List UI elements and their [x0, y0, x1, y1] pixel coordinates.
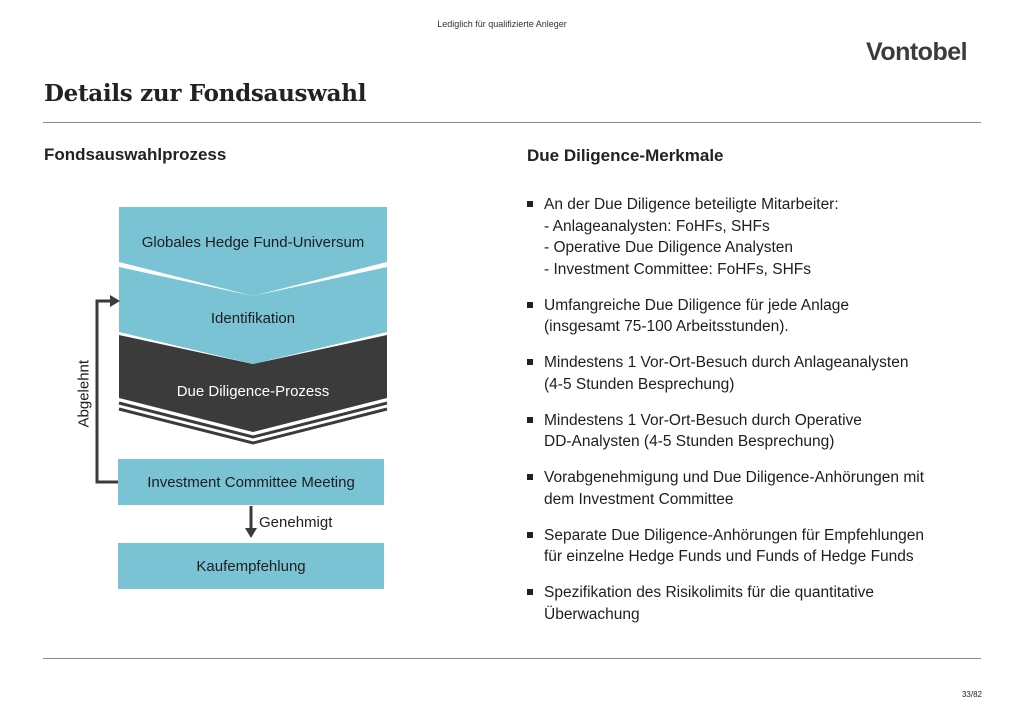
right-section-heading: Due Diligence-Merkmale [527, 146, 724, 165]
page-number: 33/82 [961, 690, 982, 699]
bullet-square-icon [527, 416, 533, 423]
bullet-item: Mindestens 1 Vor-Ort-Besuch durch Operat… [527, 410, 977, 453]
rejected-arrowhead [110, 295, 120, 307]
bullet-item: Umfangreiche Due Diligence für jede Anla… [527, 295, 977, 338]
page-title: Details zur Fondsauswahl [44, 80, 367, 107]
bullet-item: Mindestens 1 Vor-Ort-Besuch durch Anlage… [527, 352, 977, 395]
bullet-square-icon [527, 531, 533, 538]
disclaimer-text: Lediglich für qualifizierte Anleger [437, 19, 567, 29]
step-recommendation-label: Kaufempfehlung [196, 558, 306, 575]
step-committee-label: Investment Committee Meeting [147, 474, 355, 491]
left-section-heading: Fondsauswahlprozess [44, 145, 227, 164]
approved-arrowhead [245, 528, 257, 538]
vontobel-logo: Vontobel [866, 38, 968, 66]
universe-chevron [119, 207, 387, 296]
bullet-square-icon [527, 201, 533, 207]
step-identification-label: Identifikation [210, 310, 296, 327]
bullet-item: Vorabgenehmigung und Due Diligence-Anhör… [527, 467, 977, 510]
bullet-square-icon [527, 589, 533, 595]
bullet-item: Separate Due Diligence-Anhörungen für Em… [527, 525, 977, 568]
bottom-divider [43, 658, 981, 659]
bullet-square-icon [527, 301, 533, 308]
bullet-square-icon [527, 474, 533, 480]
bullet-square-icon [527, 359, 533, 365]
due-diligence-stripe-2 [118, 407, 388, 445]
approved-label: Genehmigt [259, 514, 333, 531]
due-diligence-stripe-1 [118, 401, 388, 439]
due-diligence-bullet-list: An der Due Diligence beteiligte Mitarbei… [527, 194, 977, 640]
rejected-label: Abgelehnt [75, 359, 93, 428]
bullet-item: An der Due Diligence beteiligte Mitarbei… [527, 194, 977, 280]
top-divider [43, 122, 981, 123]
bullet-item: Spezifikation des Risikolimits für die q… [527, 582, 977, 625]
step-due-diligence-label: Due Diligence-Prozess [176, 383, 330, 400]
step-universe-label: Globales Hedge Fund-Universum [141, 234, 365, 251]
rejected-loop-line [95, 299, 118, 484]
